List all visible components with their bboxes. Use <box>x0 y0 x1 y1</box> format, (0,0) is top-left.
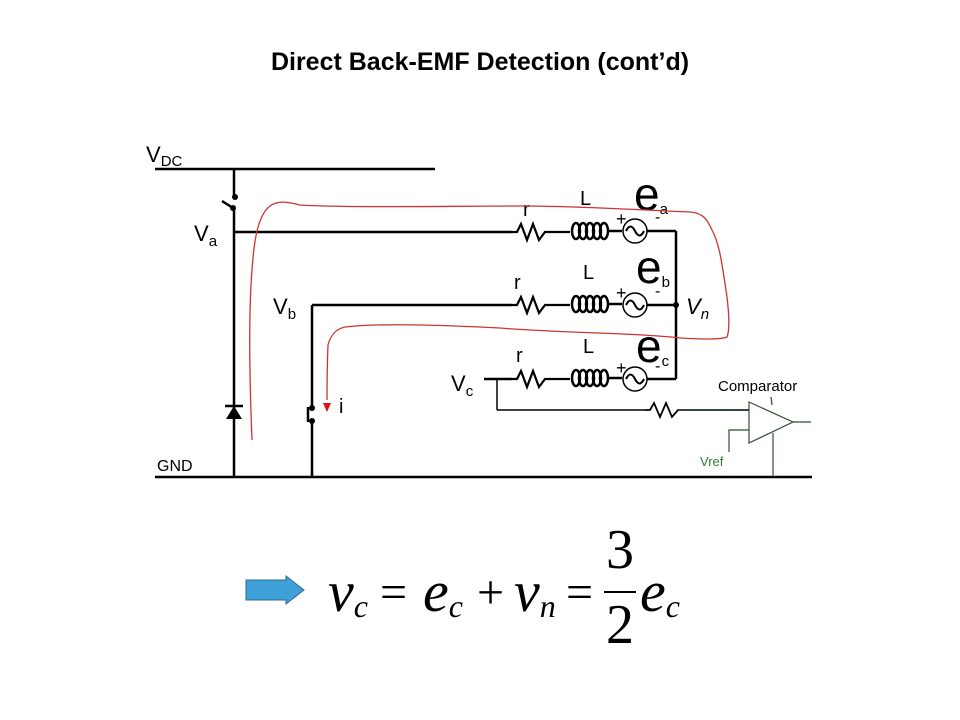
neutral-node <box>673 302 679 308</box>
resistor-label: r <box>523 199 530 221</box>
eq-lhs: vc <box>328 559 368 624</box>
inductor-icon <box>570 294 610 314</box>
eq-term-ec-2: ec <box>640 559 680 624</box>
comparator-icon <box>748 401 795 444</box>
block-arrow-icon <box>245 574 305 606</box>
va-label: Va <box>194 221 218 250</box>
eq-equals-2: = <box>566 566 593 619</box>
resistor-label: r <box>516 345 523 367</box>
inductor-label: L <box>583 262 594 284</box>
branch-a <box>512 218 676 244</box>
resistor-icon <box>645 400 749 420</box>
branch-b <box>512 292 676 318</box>
slide-title: Direct Back-EMF Detection (cont’d) <box>270 48 690 76</box>
eq-term-ec: ec <box>423 559 463 624</box>
current-path-icon <box>249 201 730 441</box>
plus-sign: + <box>616 209 627 229</box>
diode-icon <box>226 406 242 419</box>
switch-contact <box>309 405 315 411</box>
eq-numerator: 3 <box>606 519 634 581</box>
leg-b <box>306 303 512 477</box>
minus-sign: - <box>655 209 660 226</box>
comparator <box>645 396 811 477</box>
resistor-icon <box>512 367 570 391</box>
resistor-icon <box>512 293 570 317</box>
comparator-label: Comparator <box>718 378 797 395</box>
emf-c-label: ec <box>636 320 670 372</box>
vref-label: Vref <box>700 454 724 469</box>
vc-label: Vc <box>451 371 474 400</box>
emf-a-label: ea <box>634 168 669 220</box>
current-label: i <box>339 396 343 418</box>
gnd-label: GND <box>157 458 193 475</box>
vref-wire <box>728 429 749 452</box>
equation: vc = ec + vn = 3 2 ec <box>328 519 680 656</box>
inductor-label: L <box>583 336 594 358</box>
eq-term-vn: vn <box>514 559 556 624</box>
eq-plus: + <box>477 566 504 619</box>
minus-sign: - <box>655 358 660 375</box>
inductor-icon <box>570 221 610 241</box>
current-arrow-icon <box>323 403 331 412</box>
high-side-switch-icon <box>221 199 234 210</box>
eq-equals-1: = <box>380 566 407 619</box>
minus-sign: - <box>655 283 660 300</box>
vb-label: Vb <box>273 294 296 323</box>
inductor-icon <box>570 368 610 388</box>
leg-a <box>221 169 512 477</box>
branch-c <box>512 366 676 392</box>
plus-sign: + <box>616 283 627 303</box>
emf-b-label: eb <box>636 241 670 293</box>
resistor-icon <box>512 220 570 244</box>
plus-sign: + <box>616 358 627 378</box>
vn-label: Vn <box>686 294 709 323</box>
inductor-label: L <box>580 188 591 210</box>
switch-contact <box>232 194 238 200</box>
eq-denominator: 2 <box>606 594 634 656</box>
resistor-label: r <box>514 272 521 294</box>
vdc-label: VDC <box>146 142 183 170</box>
